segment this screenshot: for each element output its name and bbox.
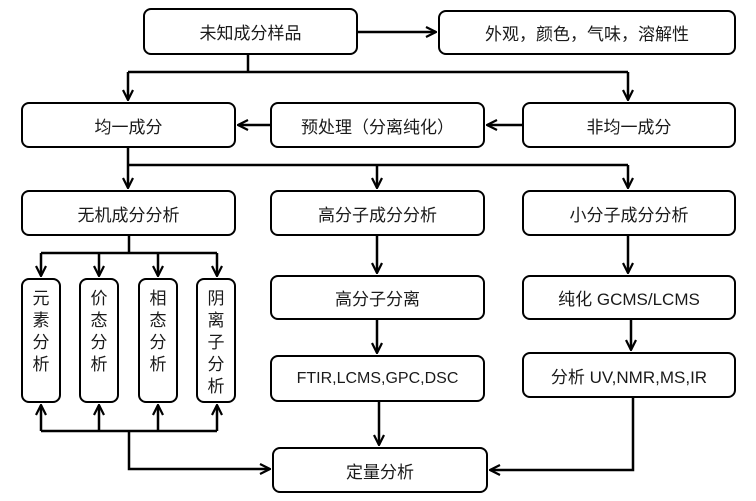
node-label: 外观，颜色，气味，溶解性	[485, 25, 689, 45]
node-polymer-separation: 高分子分离	[270, 275, 485, 320]
node-anion-analysis: 阴 离 子 分 析	[196, 278, 236, 403]
node-unknown-sample: 未知成分样品	[143, 8, 358, 55]
node-quantitative-analysis: 定量分析	[272, 447, 488, 493]
node-phase-analysis: 相 态 分 析	[138, 278, 178, 403]
char: 阴	[207, 289, 225, 309]
node-appearance: 外观，颜色，气味，溶解性	[438, 10, 736, 55]
node-small-molecule-methods: 分析 UV,NMR,MS,IR	[522, 352, 736, 398]
node-label: 高分子成分分析	[318, 205, 437, 226]
char: 分	[32, 333, 50, 353]
char: 素	[32, 311, 50, 331]
char: 态	[90, 311, 108, 331]
node-label: 均一成分	[94, 117, 163, 138]
char: 离	[207, 311, 225, 331]
char: 态	[149, 311, 167, 331]
node-homogeneous: 均一成分	[21, 102, 236, 148]
node-label: 预处理（分离纯化）	[301, 117, 454, 138]
node-small-molecule-analysis: 小分子成分分析	[522, 190, 736, 236]
node-polymer-analysis: 高分子成分分析	[270, 190, 485, 236]
node-label: FTIR,LCMS,GPC,DSC	[296, 369, 459, 387]
char: 析	[149, 355, 167, 375]
node-label: 定量分析	[346, 462, 414, 483]
char: 子	[207, 333, 225, 353]
char: 元	[32, 289, 50, 309]
node-element-analysis: 元 素 分 析	[21, 278, 61, 403]
char: 析	[207, 377, 225, 397]
node-label: 无机成分分析	[77, 205, 180, 226]
node-pretreatment: 预处理（分离纯化）	[270, 102, 485, 148]
char: 分	[149, 333, 167, 353]
node-polymer-methods: FTIR,LCMS,GPC,DSC	[270, 355, 485, 402]
node-heterogeneous: 非均一成分	[522, 102, 736, 148]
node-purification: 纯化 GCMS/LCMS	[522, 275, 736, 320]
char: 价	[90, 289, 108, 309]
char: 相	[149, 289, 167, 309]
node-label: 分析 UV,NMR,MS,IR	[550, 367, 708, 387]
char: 析	[90, 355, 108, 375]
char: 析	[32, 355, 50, 375]
node-label: 未知成分样品	[199, 24, 302, 44]
node-label: 小分子成分分析	[569, 205, 689, 226]
char: 分	[90, 333, 108, 353]
node-label: 非均一成分	[586, 117, 672, 138]
node-valence-analysis: 价 态 分 析	[79, 278, 119, 403]
node-label: 纯化 GCMS/LCMS	[558, 290, 700, 309]
node-label: 高分子分离	[335, 290, 420, 310]
char: 分	[207, 355, 225, 375]
node-inorganic-analysis: 无机成分分析	[21, 190, 236, 236]
